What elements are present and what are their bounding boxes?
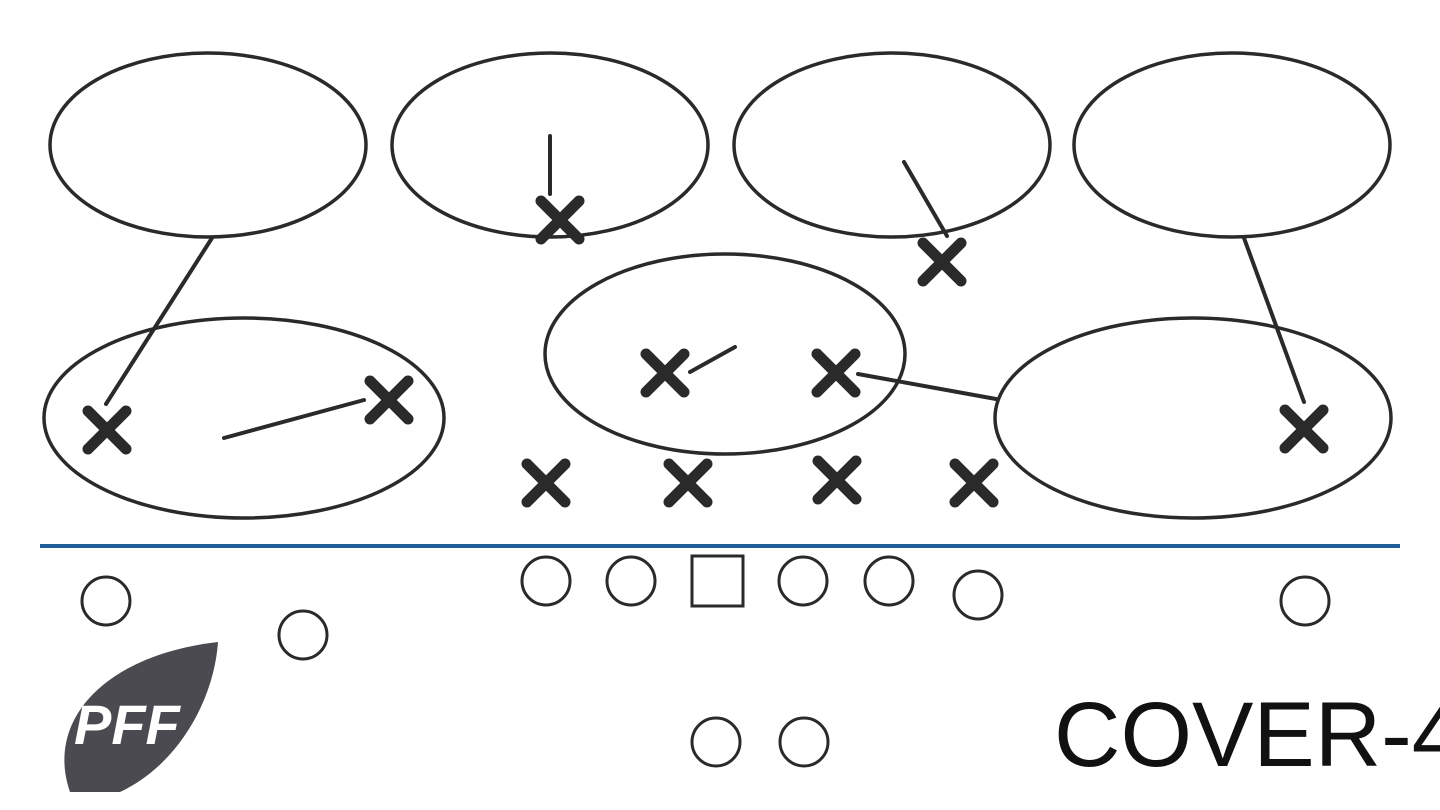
defender-x-left-outside-backer [364, 375, 414, 425]
deep-quarter-zone-inside-right [732, 51, 1052, 239]
pff-logo-text: PFF [74, 693, 182, 756]
coverage-title: COVER-4 [1054, 684, 1440, 786]
defender-x-left-corner [82, 405, 132, 455]
defender-x-mike-backer [640, 348, 690, 398]
assignment-line-mike-backer [688, 345, 737, 374]
offense-receiver-left-slot [277, 609, 329, 661]
offense-left-tackle [520, 555, 572, 607]
defender-x-right-tackle [812, 455, 862, 505]
offense-right-tackle [863, 555, 915, 607]
offense-running-back [778, 716, 830, 768]
flat-zone-left [42, 316, 446, 520]
defender-x-left-safety [535, 195, 585, 245]
deep-quarter-zone-far-left [48, 51, 368, 239]
defender-x-right-safety [917, 237, 967, 287]
offense-quarterback [690, 716, 742, 768]
offense-center [690, 554, 745, 608]
deep-quarter-zone-far-right [1072, 51, 1392, 239]
assignment-line-left-outside-backer [222, 398, 366, 440]
defender-x-left-tackle [663, 458, 713, 508]
hook-zone-middle [543, 252, 907, 456]
offense-receiver-right-wide [1279, 575, 1331, 627]
assignment-line-left-corner [104, 236, 214, 406]
offense-right-guard [777, 555, 829, 607]
defender-x-will-backer [811, 348, 861, 398]
defender-x-right-corner [1279, 404, 1329, 454]
defender-x-right-end [949, 458, 999, 508]
defender-x-left-end [521, 458, 571, 508]
assignment-line-right-corner [1242, 236, 1306, 404]
offense-tight-end [952, 569, 1004, 621]
assignment-line-will-backer [856, 372, 998, 401]
offense-left-guard [605, 555, 657, 607]
pff-logo-football-shape [64, 642, 218, 792]
pff-logo: PFF [64, 642, 218, 792]
flat-zone-right [993, 316, 1393, 520]
assignment-line-right-safety [902, 160, 949, 238]
offense-receiver-left-wide [80, 575, 132, 627]
